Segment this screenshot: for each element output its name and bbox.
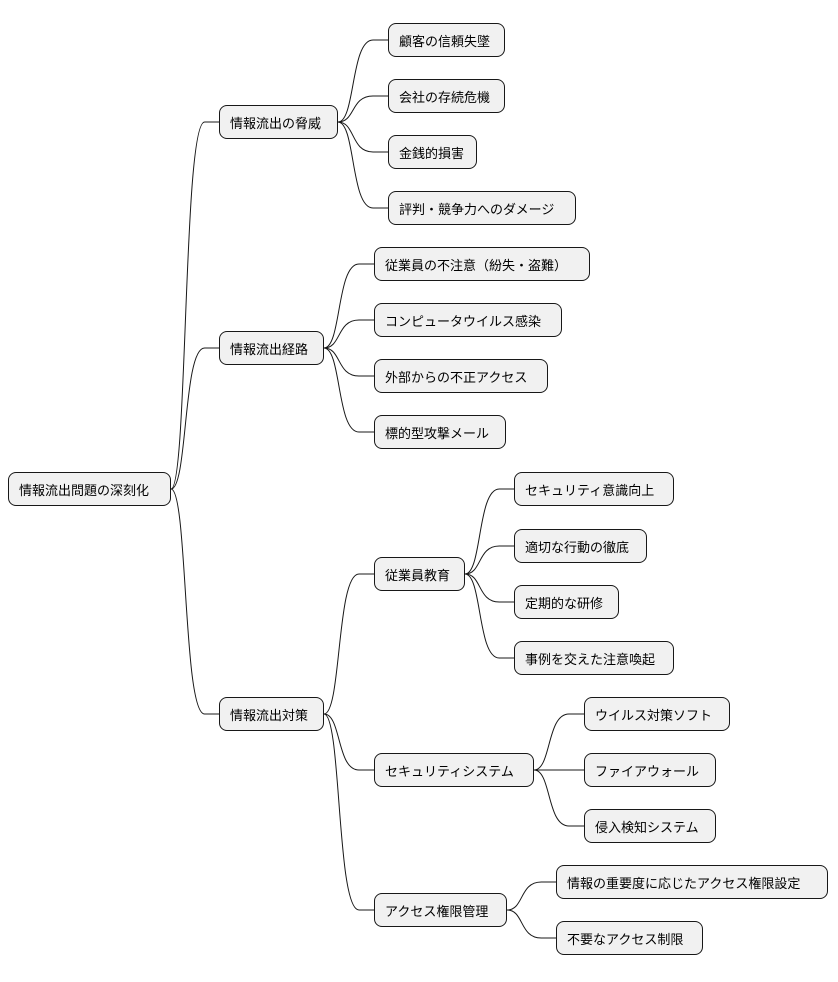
root-node: 情報流出問題の深刻化 [8, 472, 171, 506]
connector-line [323, 573, 374, 715]
branch-node-countermeasures: 情報流出対策 [219, 697, 324, 731]
leaf-node-firewall: ファイアウォール [584, 753, 716, 787]
connector-line [170, 121, 219, 490]
leaf-node-reputation-damage: 評判・競争力へのダメージ [388, 191, 576, 225]
connector-line [337, 121, 388, 153]
connector-line [506, 881, 556, 911]
connector-line [533, 769, 584, 827]
connector-line [337, 121, 388, 209]
leaf-node-targeted-attack-email: 標的型攻撃メール [374, 415, 506, 449]
branch-node-threats: 情報流出の脅威 [219, 105, 338, 139]
connector-line [323, 713, 374, 771]
connector-line [170, 347, 219, 490]
branch-node-leak-routes: 情報流出経路 [219, 331, 324, 365]
connector-line [337, 39, 388, 123]
leaf-node-intrusion-detection: 侵入検知システム [584, 809, 716, 843]
connector-line [464, 545, 514, 575]
leaf-node-employee-carelessness: 従業員の不注意（紛失・盗難） [374, 247, 590, 281]
connector-line [323, 263, 374, 349]
connector-line [464, 573, 514, 603]
connector-line [337, 95, 388, 123]
leaf-node-security-awareness: セキュリティ意識向上 [514, 472, 674, 506]
connector-line [323, 347, 374, 377]
leaf-node-customer-trust-loss: 顧客の信頼失墜 [388, 23, 505, 57]
connector-line [170, 488, 219, 715]
leaf-node-antivirus-software: ウイルス対策ソフト [584, 697, 730, 731]
connector-line [323, 347, 374, 433]
connector-line [323, 319, 374, 349]
leaf-node-business-survival-crisis: 会社の存続危機 [388, 79, 505, 113]
leaf-node-virus-infection: コンピュータウイルス感染 [374, 303, 562, 337]
leaf-node-regular-training: 定期的な研修 [514, 585, 619, 619]
connector-line [464, 573, 514, 659]
connector-line [506, 909, 556, 939]
leaf-node-restrict-unneeded-access: 不要なアクセス制限 [556, 921, 703, 955]
connector-line [323, 713, 374, 911]
leaf-node-financial-damage: 金銭的損害 [388, 135, 477, 169]
subbranch-node-access-control: アクセス権限管理 [374, 893, 507, 927]
leaf-node-case-based-alerts: 事例を交えた注意喚起 [514, 641, 674, 675]
leaf-node-unauthorized-access: 外部からの不正アクセス [374, 359, 548, 393]
subbranch-node-security-system: セキュリティシステム [374, 753, 534, 787]
connector-line [533, 713, 584, 771]
leaf-node-access-rights-by-importance: 情報の重要度に応じたアクセス権限設定 [556, 865, 828, 899]
leaf-node-proper-conduct: 適切な行動の徹底 [514, 529, 647, 563]
subbranch-node-employee-education: 従業員教育 [374, 557, 465, 591]
connector-line [464, 488, 514, 575]
